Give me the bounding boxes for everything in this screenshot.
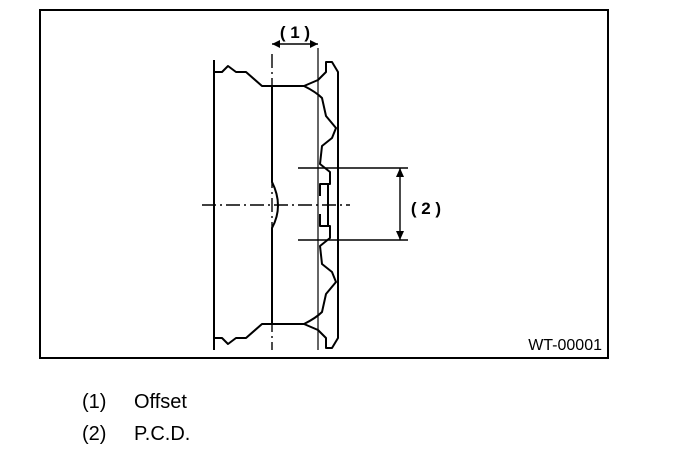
legend-item-offset: (1) Offset — [82, 386, 190, 418]
offset-callout: ( 1 ) — [280, 23, 310, 42]
pcd-dimension — [298, 167, 408, 241]
legend-label: Offset — [134, 391, 187, 413]
legend-number: (1) — [82, 391, 107, 413]
pcd-callout: ( 2 ) — [411, 199, 441, 218]
legend-number: (2) — [82, 423, 107, 445]
legend-item-pcd: (2) P.C.D. — [82, 418, 190, 450]
legend-label: P.C.D. — [134, 423, 191, 445]
offset-dimension — [272, 40, 318, 48]
diagram-border — [39, 9, 609, 359]
legend: (1) Offset (2) P.C.D. — [82, 386, 190, 450]
figure-code-label: WT-00001 — [528, 337, 602, 354]
